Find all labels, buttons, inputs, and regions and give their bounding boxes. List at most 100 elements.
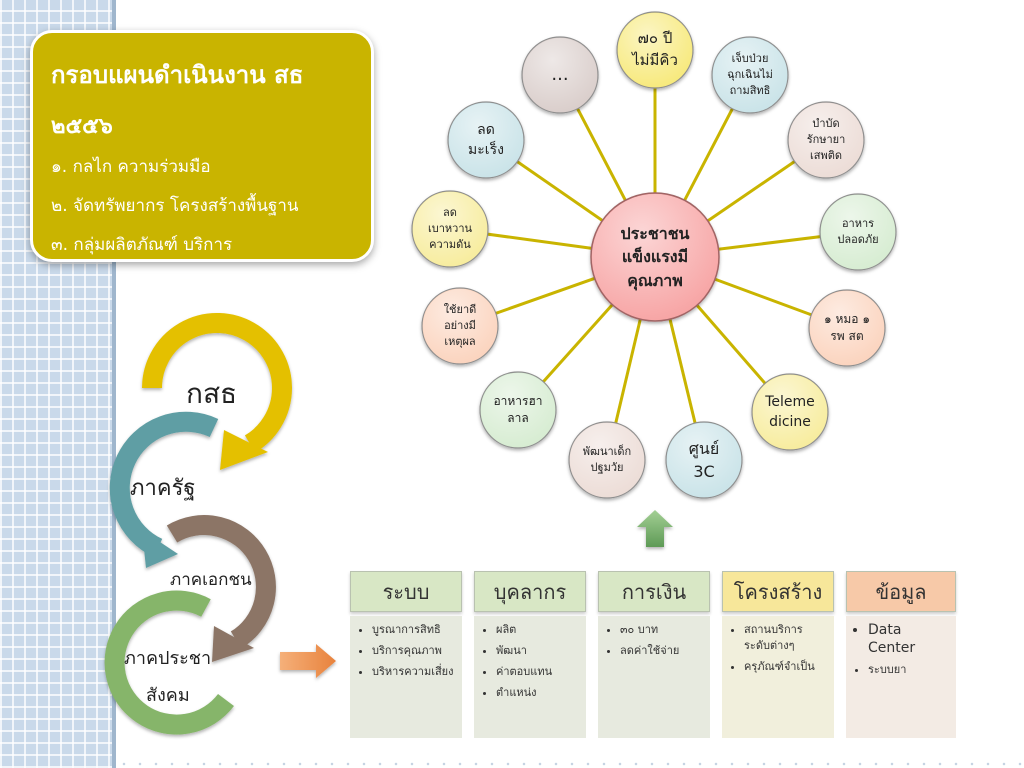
hub-node-gloss <box>423 289 497 363</box>
hub-node-gloss <box>618 13 692 87</box>
arrow-right-icon <box>280 644 336 678</box>
hub-node-label-line: อาหาร <box>841 217 875 231</box>
framework-title: กรอบแผนดำเนินงาน สธ <box>51 61 304 89</box>
hub-node-gloss <box>753 375 827 449</box>
hub-node-label: อาหารปลอดภัย <box>820 216 896 248</box>
hub-node-label-line: มะเร็ง <box>468 141 504 158</box>
hub-nodes <box>411 11 897 499</box>
column-header-finance: การเงิน <box>598 571 710 612</box>
list-item: ลดค่าใช้จ่าย <box>620 643 704 659</box>
hub-node-gloss <box>523 38 597 112</box>
cycle-label-civil-1: ภาคประชา <box>124 648 212 669</box>
hub-node-label-line: 3C <box>693 461 715 481</box>
list-item: ๓๐ บาท <box>620 622 704 638</box>
hub-node-label-line: ๑ หมอ ๑ <box>824 311 870 326</box>
cycle-arrow-ministry <box>142 313 292 453</box>
hub-node-gloss <box>481 373 555 447</box>
hub-node-label-line: ลาล <box>507 410 529 425</box>
column-body-data: Data Center ระบบยา <box>846 616 956 738</box>
column-body-structure: สถานบริการระดับต่างๆ ครุภัณฑ์จำเป็น <box>722 616 834 738</box>
hub-node-label: อาหารฮาลาล <box>480 393 556 428</box>
cycle-arrows <box>104 313 292 735</box>
framework-item-1: ๑. กลไก ความร่วมมือ <box>51 157 211 177</box>
column-header-data: ข้อมูล <box>846 571 956 612</box>
list-item: ตำแหน่ง <box>496 685 580 701</box>
hub-node-label-line: ปลอดภัย <box>837 232 879 246</box>
hub-node-gloss <box>810 291 884 365</box>
hub-node-label: พัฒนาเด็กปฐมวัย <box>569 444 645 476</box>
hub-node-label-line: อาหารฮา <box>493 393 543 408</box>
list-item: บริการคุณภาพ <box>372 643 456 659</box>
hub-node-gloss <box>413 192 487 266</box>
hub-node-label-line: ปฐมวัย <box>590 460 624 474</box>
hub-center <box>590 192 720 322</box>
hub-node-label-line: ความดัน <box>429 237 471 251</box>
hub-node-label-line: รักษายา <box>806 133 846 146</box>
cycle-label-government: ภาครัฐ <box>130 476 196 501</box>
hub-node-label-line: ไม่มีคิว <box>632 51 678 69</box>
hub-node-label: ๑ หมอ ๑รพ สต <box>809 311 885 346</box>
hub-node-label-line: พัฒนาเด็ก <box>582 445 632 459</box>
hub-node-label: Teleme dicine <box>752 392 828 433</box>
hub-node-label-line: ศูนย์ <box>688 438 720 458</box>
framework-item-2: ๒. จัดทรัพยากร โครงสร้างพื้นฐาน <box>51 196 299 216</box>
list-item: ระบบยา <box>868 662 950 678</box>
list-item: ค่าตอบแทน <box>496 664 580 680</box>
hub-node-label-line: เหตุผล <box>444 334 476 348</box>
hub-node-gloss <box>713 38 787 112</box>
hub-node-gloss <box>449 103 523 177</box>
hub-node-label-line: เบาหวาน <box>427 222 473 235</box>
hub-node-label-line: Teleme <box>765 393 815 410</box>
cycle-label-ministry: กสธ <box>186 377 238 410</box>
list-item: ครุภัณฑ์จำเป็น <box>744 659 828 675</box>
hub-center-label-line: แข็งแรงมี <box>621 247 689 267</box>
hub-node-label-line: ลด <box>477 121 495 138</box>
hub-node-label-line: รพ สต <box>830 328 864 343</box>
hub-node-label: บำบัดรักษายาเสพติด <box>788 116 864 164</box>
hub-node-label-line: อย่างมี <box>444 319 476 332</box>
hub-node-label-line: เจ็บป่วย <box>731 52 769 66</box>
cycle-arrowhead-government <box>142 530 178 568</box>
column-body-finance: ๓๐ บาท ลดค่าใช้จ่าย <box>598 616 710 738</box>
column-body-system: บูรณาการสิทธิ บริการคุณภาพ บริหารความเสี… <box>350 616 462 738</box>
list-item: พัฒนา <box>496 643 580 659</box>
cycle-label-civil-2: สังคม <box>146 685 190 706</box>
hub-node-label-line: ใช้ยาดี <box>443 303 477 317</box>
framework-year: ๒๕๕๖ <box>51 114 113 139</box>
hub-node-label: ๗๐ ปีไม่มีคิว <box>617 28 693 72</box>
hub-node-gloss <box>821 195 895 269</box>
hub-node-label: เจ็บป่วยฉุกเฉินไม่ถามสิทธิ <box>712 51 788 99</box>
list-item: บูรณาการสิทธิ <box>372 622 456 638</box>
hub-node-label-line: ลด <box>443 206 457 220</box>
hub-center-label: ประชาชนแข็งแรงมีคุณภาพ <box>591 222 719 292</box>
column-header-personnel: บุคลากร <box>474 571 586 612</box>
cycle-arrowhead-private <box>212 626 254 662</box>
hub-node-label: ศูนย์ 3C <box>666 437 742 483</box>
list-item: บริหารความเสี่ยง <box>372 664 456 680</box>
hub-node-label: ... <box>522 62 598 88</box>
hub-node-label-line: ๗๐ ปี <box>637 29 673 48</box>
hub-node-label-line: ถามสิทธิ <box>729 83 771 97</box>
column-header-system: ระบบ <box>350 571 462 612</box>
cycle-arrow-civil <box>104 590 234 735</box>
hub-center-label-line: ประชาชน <box>620 224 690 244</box>
hub-node-label: ลดมะเร็ง <box>448 120 524 161</box>
list-item: Data Center <box>868 622 950 657</box>
hub-node-label-line: ... <box>551 63 569 85</box>
hub-center-gloss <box>592 194 718 320</box>
hub-node-gloss <box>789 103 863 177</box>
cycle-arrow-government <box>109 411 219 558</box>
column-header-structure: โครงสร้าง <box>722 571 834 612</box>
list-item: ผลิต <box>496 622 580 638</box>
hub-node-label: ใช้ยาดีอย่างมีเหตุผล <box>422 302 498 350</box>
hub-node-label-line: บำบัด <box>812 117 840 131</box>
hub-node-label-line: dicine <box>769 413 811 430</box>
cycle-arrow-private <box>166 515 276 649</box>
cycle-arrowhead-ministry <box>220 430 268 470</box>
hub-node-label: ลดเบาหวานความดัน <box>412 205 488 253</box>
list-item: สถานบริการระดับต่างๆ <box>744 622 828 654</box>
hub-node-gloss <box>570 423 644 497</box>
cycle-label-private: ภาคเอกชน <box>170 570 252 590</box>
column-body-personnel: ผลิต พัฒนา ค่าตอบแทน ตำแหน่ง <box>474 616 586 738</box>
